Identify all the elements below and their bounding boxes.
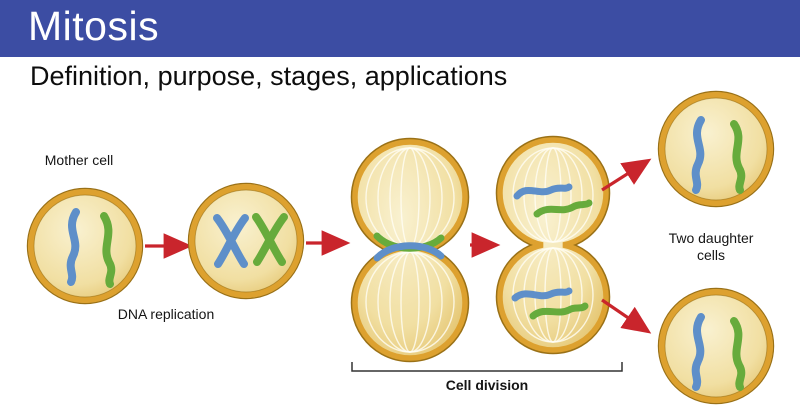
svg-text:cells: cells — [697, 247, 725, 263]
header-bar: Mitosis — [0, 0, 800, 57]
dna-replication-label: DNA replication — [118, 306, 215, 322]
blue-chromosome — [691, 313, 705, 391]
arrow-to-bottom-daughter — [601, 298, 652, 334]
green-chromosome — [533, 199, 593, 218]
blue-chromosome — [691, 116, 705, 194]
dna-replication-cell — [189, 184, 304, 299]
two-daughter-cells-label: Two daughter cells — [669, 230, 754, 263]
green-chromosome — [730, 120, 746, 194]
cell-division-stage-anaphase — [495, 135, 611, 355]
blue-chromosome — [66, 208, 80, 286]
cell-division-stage-metaphase — [350, 137, 470, 363]
mother-cell-label: Mother cell — [45, 152, 113, 168]
blue-chromosome — [513, 183, 573, 200]
page-title: Mitosis — [28, 3, 160, 49]
daughter-cell-bottom — [659, 289, 774, 404]
mother-cell — [28, 189, 143, 304]
svg-text:Two daughter: Two daughter — [669, 230, 754, 246]
spindle-fibers — [365, 147, 455, 353]
arrow-to-top-daughter — [601, 158, 652, 192]
green-chromosome — [100, 212, 116, 288]
blue-x-chromosome — [214, 214, 249, 268]
green-x-chromosome — [253, 213, 288, 266]
cell-division-bracket — [351, 362, 623, 372]
green-chromosome — [529, 302, 589, 320]
daughter-cell-top — [659, 92, 774, 207]
blue-chromosome — [373, 242, 445, 262]
blue-chromosome — [511, 287, 573, 302]
subtitle: Definition, purpose, stages, application… — [30, 61, 508, 91]
green-chromosome — [730, 317, 746, 391]
cell-division-label: Cell division — [446, 377, 528, 393]
